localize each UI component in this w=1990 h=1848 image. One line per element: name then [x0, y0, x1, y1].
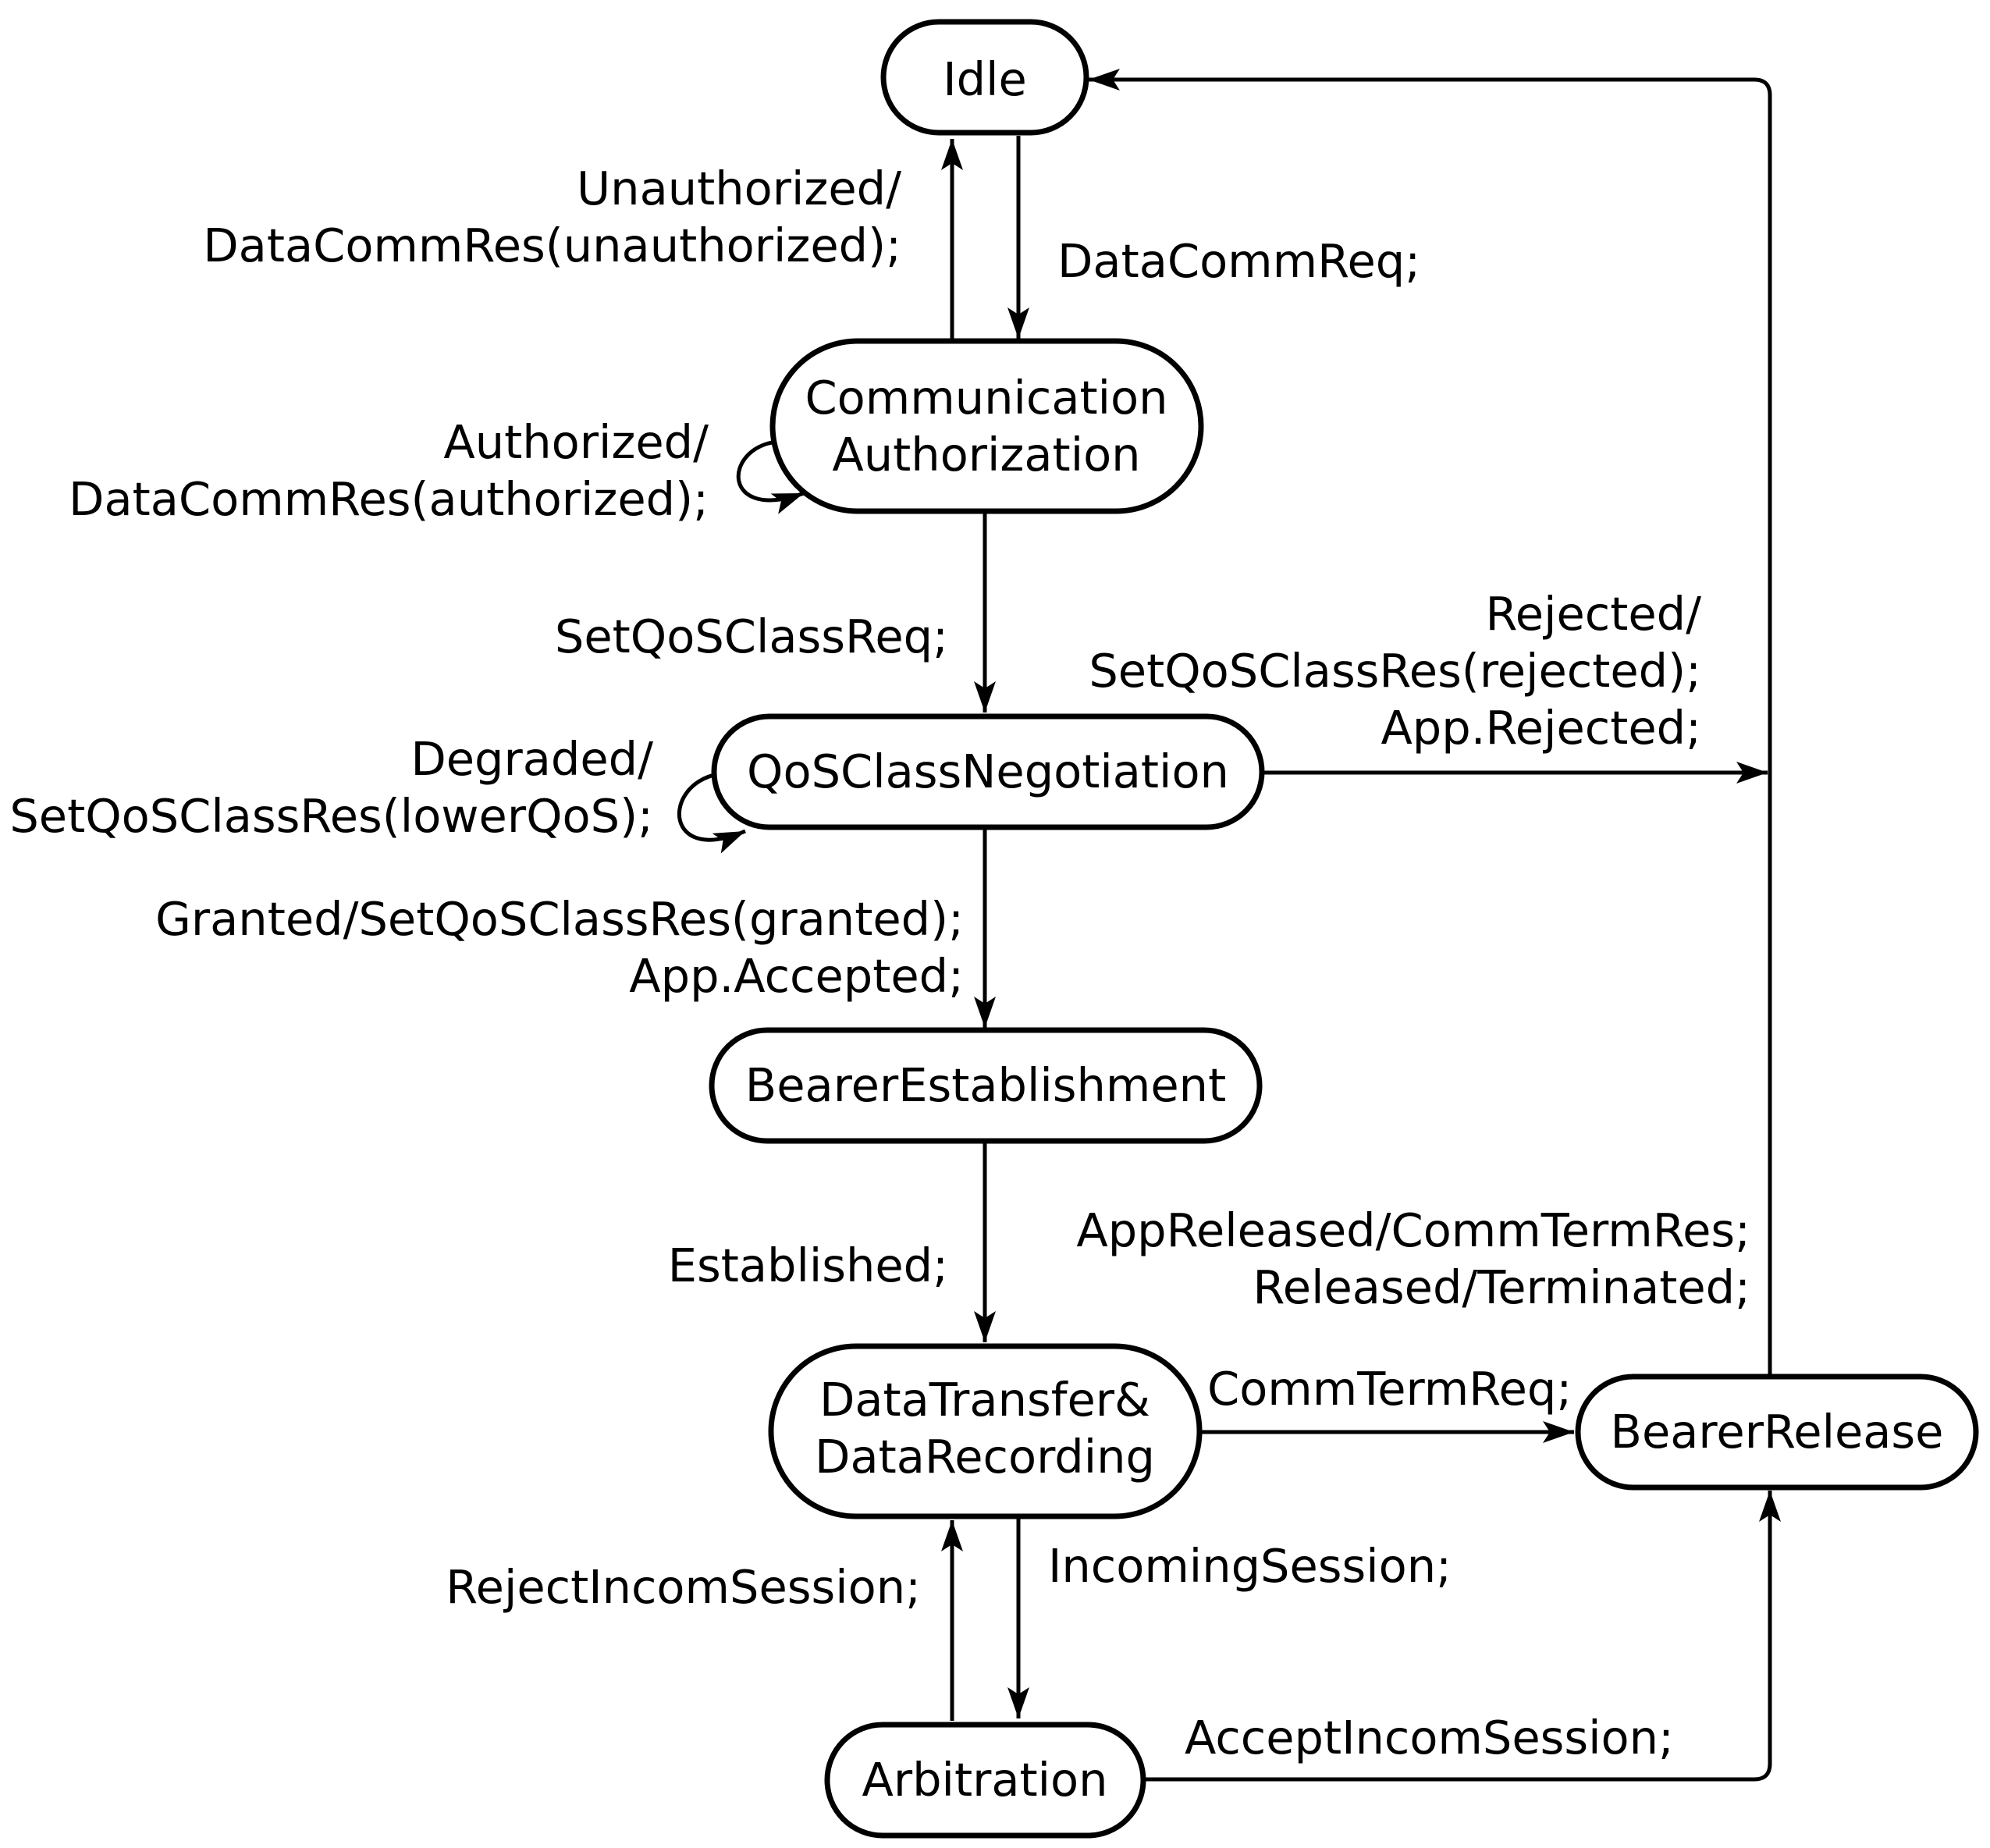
- edge-degraded-loop: [677, 772, 746, 854]
- label-appreleased: AppReleased/CommTermRes; Released/Termin…: [1076, 1203, 1750, 1314]
- state-qos-neg-label: QoSClassNegotiation: [747, 745, 1229, 798]
- label-degraded-line2: SetQoSClassRes(lowerQoS);: [9, 789, 653, 843]
- state-data-transfer-line1: DataTransfer&: [819, 1373, 1150, 1427]
- label-rejectincomsession: RejectIncomSession;: [446, 1560, 921, 1614]
- label-incomingsession: IncomingSession;: [1048, 1539, 1452, 1593]
- label-degraded-line1: Degraded/: [410, 732, 653, 786]
- label-datacommreq: DataCommReq;: [1057, 234, 1420, 288]
- state-bearer-release: BearerRelease: [1575, 1374, 1979, 1491]
- label-rejected-line1: Rejected/: [1485, 587, 1701, 641]
- state-arbitration: Arbitration: [824, 1722, 1146, 1839]
- state-arbitration-label: Arbitration: [862, 1753, 1107, 1807]
- label-rejected-line3: App.Rejected;: [1381, 701, 1701, 755]
- state-bearer-est-label: BearerEstablishment: [745, 1058, 1226, 1112]
- label-rejected-line2: SetQoSClassRes(rejected);: [1089, 644, 1701, 698]
- state-bearer-release-label: BearerRelease: [1611, 1405, 1944, 1459]
- state-comm-auth-line2: Authorization: [832, 428, 1140, 482]
- label-authorized: Authorized/ DataCommRes(authorized);: [69, 415, 709, 526]
- state-idle-label: Idle: [943, 52, 1027, 106]
- edges: [677, 69, 1781, 1782]
- label-unauthorized: Unauthorized/ DataCommRes(unauthorized);: [203, 162, 901, 272]
- label-appreleased-line2: Released/Terminated;: [1253, 1260, 1750, 1314]
- edge-appreleased: [1089, 69, 1772, 1375]
- label-rejected: Rejected/ SetQoSClassRes(rejected); App.…: [1089, 587, 1701, 755]
- edge-authorized-loop: [736, 439, 805, 514]
- label-granted: Granted/SetQoSClassRes(granted); App.Acc…: [155, 892, 964, 1003]
- state-idle: Idle: [880, 19, 1089, 136]
- label-degraded: Degraded/ SetQoSClassRes(lowerQoS);: [9, 732, 653, 843]
- label-appreleased-line1: AppReleased/CommTermRes;: [1076, 1203, 1750, 1257]
- label-established: Established;: [668, 1239, 948, 1292]
- edge-acceptincomsession: [1143, 1491, 1781, 1782]
- label-authorized-line2: DataCommRes(authorized);: [69, 472, 709, 526]
- label-unauthorized-line1: Unauthorized/: [577, 162, 901, 215]
- label-acceptincomsession: AcceptIncomSession;: [1185, 1711, 1674, 1764]
- state-bearer-establishment: BearerEstablishment: [709, 1027, 1263, 1144]
- label-granted-line2: App.Accepted;: [629, 949, 964, 1003]
- label-commtermreq: CommTermReq;: [1207, 1362, 1572, 1416]
- label-granted-line1: Granted/SetQoSClassRes(granted);: [155, 892, 964, 946]
- label-unauthorized-line2: DataCommRes(unauthorized);: [203, 219, 901, 272]
- state-comm-auth-line1: Communication: [805, 371, 1167, 425]
- state-data-transfer-recording: DataTransfer& DataRecording: [768, 1343, 1203, 1519]
- state-data-transfer-line2: DataRecording: [815, 1430, 1155, 1484]
- label-setqosclassreq: SetQoSClassReq;: [555, 609, 948, 663]
- state-communication-authorization: Communication Authorization: [769, 338, 1204, 514]
- label-authorized-line1: Authorized/: [443, 415, 709, 469]
- state-qos-class-negotiation: QoSClassNegotiation: [711, 713, 1265, 830]
